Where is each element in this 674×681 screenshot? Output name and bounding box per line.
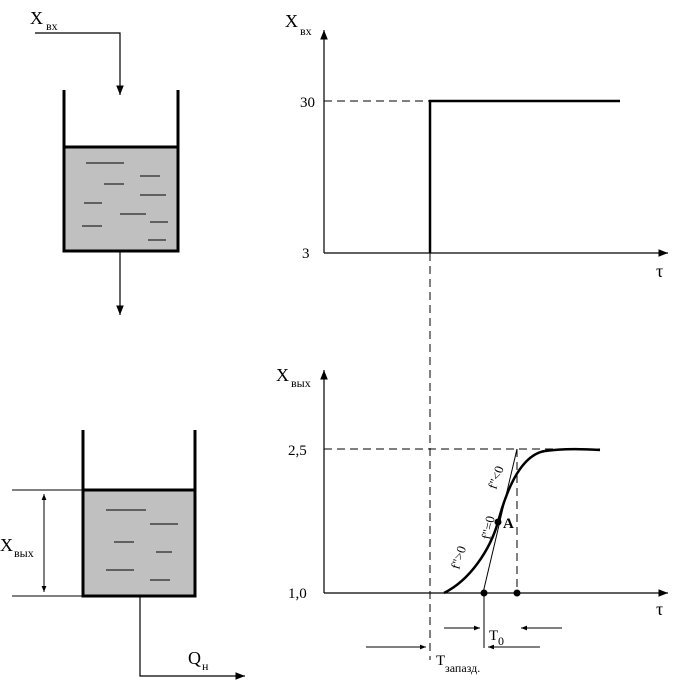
curvature-negative-label: f"<0 (485, 464, 507, 491)
inflow-arrow (35, 32, 124, 95)
output-tick-1-0: 1,0 (288, 586, 307, 602)
top-tank-waves (82, 162, 168, 241)
bottom-tank-walls (81, 430, 197, 598)
top-tank-liquid (64, 147, 178, 251)
bottom-tank-waves (106, 509, 178, 581)
inflection-point-a (494, 518, 502, 526)
t0-label: T (489, 628, 498, 644)
output-response-curve (443, 447, 601, 595)
delay-sub: запазд. (445, 661, 480, 675)
output-chart: X вых τ 2,5 1,0 A f">0 f"=0 f"<0 T 0 T з… (276, 365, 668, 675)
bottom-tank-liquid (83, 490, 195, 596)
curvature-positive-label: f">0 (448, 544, 470, 571)
output-y-label: X (276, 365, 289, 385)
input-step-signal (428, 99, 620, 253)
bottom-tank: X вых Q н (0, 430, 245, 680)
input-x-label: τ (656, 261, 663, 281)
top-tank-input-sub: вх (46, 19, 58, 33)
input-y-label: X (285, 11, 298, 31)
t0-sub: 0 (498, 634, 504, 648)
outflow-sub: н (202, 659, 209, 673)
bottom-tank-level-sub: вых (14, 546, 34, 560)
top-tank: X вх (30, 8, 180, 315)
output-tick-2-5: 2,5 (288, 443, 307, 459)
point-a-label: A (503, 516, 514, 532)
top-tank-input-label: X (30, 8, 43, 28)
input-chart: X вх τ 30 3 (285, 11, 668, 281)
input-tick-30: 30 (300, 95, 315, 111)
curvature-zero-label: f"=0 (478, 515, 498, 541)
output-x-label: τ (656, 599, 663, 619)
input-y-sub: вх (300, 24, 312, 38)
output-y-sub: вых (291, 376, 311, 390)
outflow-label: Q (188, 648, 201, 668)
input-tick-3: 3 (302, 246, 310, 262)
bottom-tank-level-label: X (0, 535, 13, 555)
top-tank-walls (62, 90, 180, 253)
tangent-end-point (513, 589, 521, 597)
delay-label: T (436, 653, 445, 669)
outflow-arrow-bottom (139, 596, 245, 680)
